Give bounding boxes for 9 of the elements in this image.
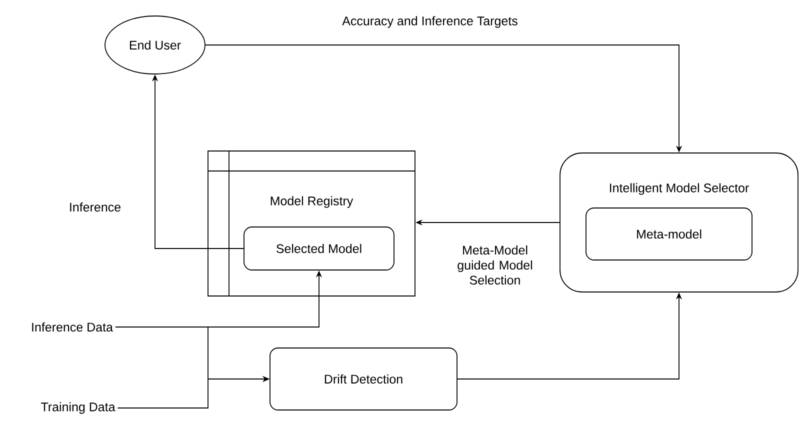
edge-label: Inference: [68, 201, 122, 213]
process-box: Drift Detection: [270, 348, 458, 410]
process-box: Selected Model: [244, 226, 394, 270]
edge-label: Accuracy and Inference Targets: [341, 15, 519, 29]
input-label: Inference Data: [32, 322, 113, 332]
ellipse-node: End User: [104, 16, 206, 74]
process-box: Meta-model: [586, 208, 752, 260]
edge-label: Meta-Model guided Model Selection: [451, 244, 539, 286]
input-label: Training Data: [41, 402, 116, 414]
